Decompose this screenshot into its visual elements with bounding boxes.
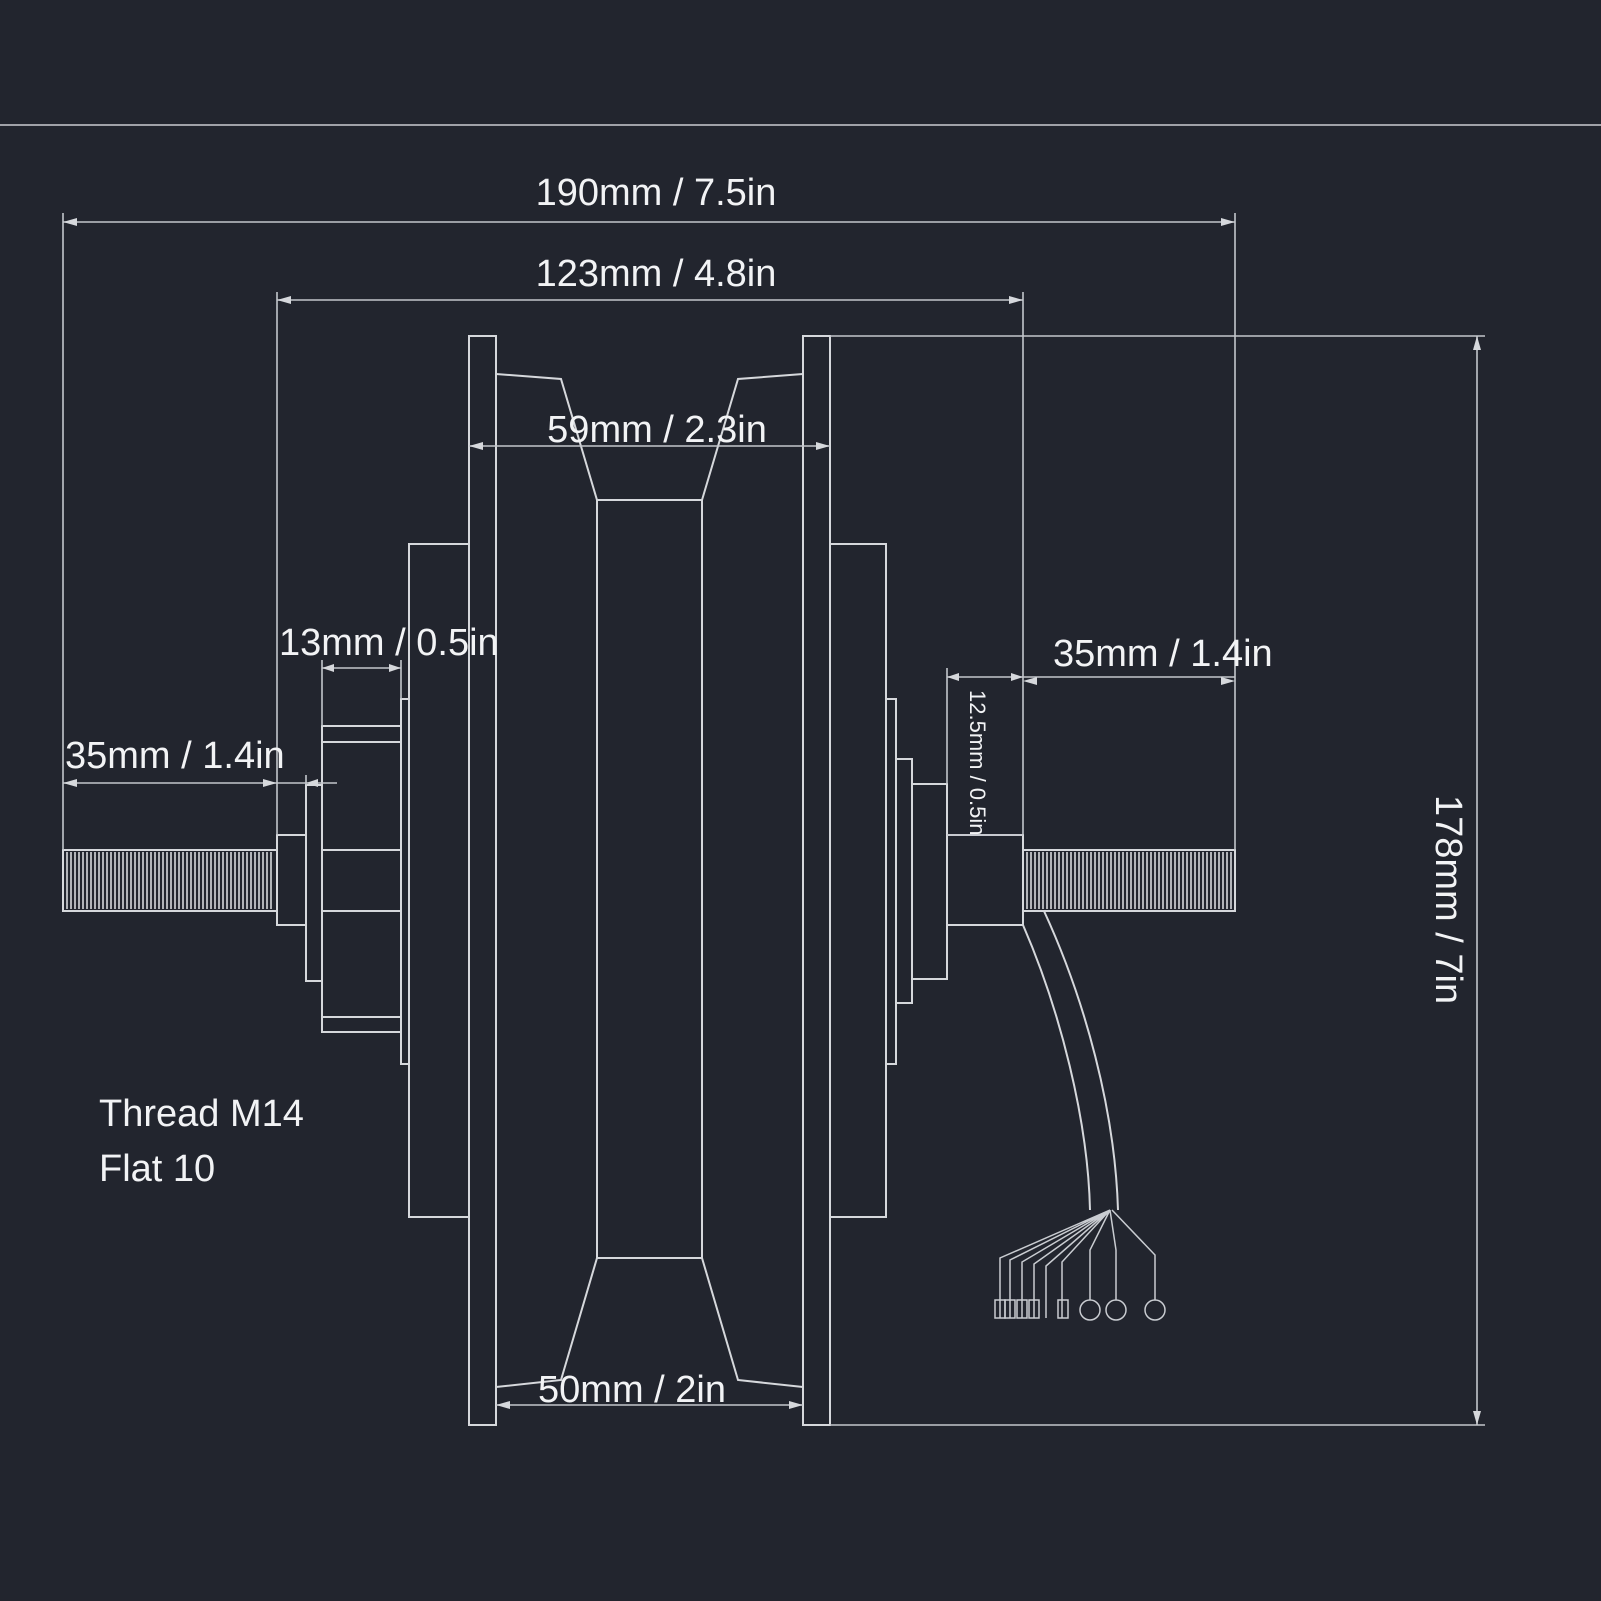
arrow [469,442,483,450]
label-rim-inner-bottom: 50mm / 2in [538,1369,726,1411]
right-shoulder [946,834,1024,926]
cable-wires [999,1209,1156,1318]
arrow [1023,677,1037,685]
arrow [1221,218,1235,226]
arrow [1473,1411,1481,1425]
dimension-labels: 190mm / 7.5in 123mm / 4.8in 59mm / 2.3in… [65,172,1469,1411]
dimension-lines [63,218,1481,1425]
left-bearing-block [321,725,402,1033]
rim-profile [495,373,804,1388]
arrow [816,442,830,450]
arrow [1009,296,1023,304]
note-flat: Flat 10 [99,1148,215,1190]
cable-outer-line [1022,924,1091,1211]
arrow [63,779,77,787]
left-bearing-ring [400,698,410,1065]
arrow [277,296,291,304]
right-bearing-block [895,758,913,1004]
arrow [1473,336,1481,350]
left-axle [62,849,278,912]
connector-ring [1105,1299,1127,1321]
connector-ring [1144,1299,1166,1321]
label-axle-left: 35mm / 1.4in [65,735,285,777]
connector-pin [1016,1299,1028,1319]
left-axle-outline [62,849,278,912]
motor-cable [994,910,1166,1321]
left-shoulder [276,834,307,926]
arrow [1221,677,1235,685]
right-bearing-ring [885,698,897,1065]
connector-pin [1028,1299,1040,1319]
label-hub-width: 123mm / 4.8in [536,253,777,295]
label-overall-height: 178mm / 7in [1427,795,1469,1004]
left-axle-knurl [66,852,272,909]
label-overall-width: 190mm / 7.5in [536,172,777,214]
arrow [322,664,334,672]
spec-notes: Thread M14 Flat 10 [99,1093,304,1190]
label-rim-inner-top: 59mm / 2.3in [547,409,767,451]
arrow [63,218,77,226]
connector-pins [994,1299,1166,1321]
right-axle [1022,849,1236,912]
arrow [389,664,401,672]
connector-pin [1057,1299,1069,1319]
label-shoulder-height: 12.5mm / 0.5in [965,690,990,836]
right-side-cover [829,543,887,1218]
extension-lines [62,213,1485,1426]
cable-inner-line [1043,910,1119,1211]
arrow [947,673,959,681]
right-axle-knurl [1026,852,1232,909]
label-axle-right: 35mm / 1.4in [1053,633,1273,675]
left-spacer [305,784,323,982]
arrow [306,779,318,787]
note-thread: Thread M14 [99,1093,304,1135]
label-flat-width: 13mm / 0.5in [279,622,499,664]
right-spacer [911,783,948,980]
arrow [1011,673,1023,681]
right-axle-outline [1022,849,1236,912]
left-flange-plate [468,335,497,1426]
right-flange-plate [802,335,831,1426]
arrow [789,1401,803,1409]
motor-body [276,335,1024,1426]
arrow [496,1401,510,1409]
arrow [263,779,277,787]
connector-ring [1079,1299,1101,1321]
connector-pin [1004,1299,1016,1319]
